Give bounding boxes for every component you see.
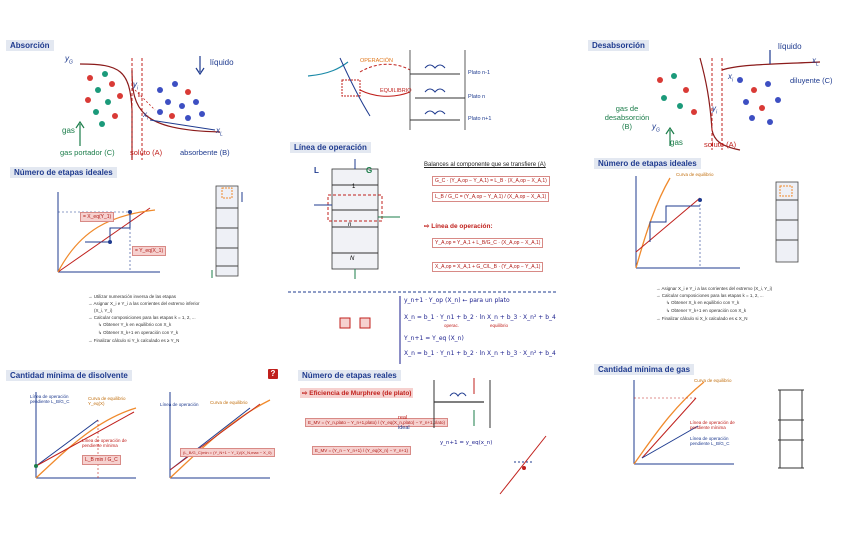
real-stages-graph (499, 435, 547, 495)
lb-label: L (314, 166, 319, 175)
min-ratio-box: (L_B/G_C)min = (Y_N+1 − Y_1)/(X_N,max − … (180, 448, 275, 457)
ideal-step-1: → Utilizar numeración inversa de las eta… (88, 294, 177, 299)
des-curva-label: Curva de equilibrio (676, 172, 714, 177)
des-step-4: ↳ Obtener Y_k+1 en operación con X_k (666, 308, 747, 313)
operation-column (314, 159, 400, 279)
op-line-subtitle: ⇨ Línea de operación: (424, 223, 493, 230)
des-yG-label: yG (652, 122, 660, 134)
min-op-line-label: Línea de operación pendiente L_B/G_C (30, 394, 70, 404)
des-liquido-label: líquido (778, 42, 802, 51)
min-solvent-graph-2 (169, 392, 271, 479)
min-curva-eq2-label: Curva de equilibrio (210, 400, 248, 405)
abs-xeq-box: = X_eq(Y_1) (80, 212, 115, 222)
min-gas-graph (633, 380, 734, 465)
min-solvent-graph-1 (34, 392, 137, 479)
column-N-label: N (350, 256, 355, 262)
des-column-stack (775, 181, 799, 263)
plato-n-label: Plato n (468, 94, 486, 100)
hw-line-3: Y_n+1 = Y_eq (X_n) (404, 335, 464, 342)
abs-soluto-label: soluto (A) (130, 148, 163, 157)
min-op-line2-label: Línea de operación (160, 402, 199, 407)
abs-column-stack (211, 185, 243, 278)
abs-gas-label: gas (62, 126, 75, 135)
abs-xL-label: xL (216, 126, 223, 138)
ideal-step-2: → Asignar X_i e Y_i a las corrientes del… (88, 301, 200, 306)
balance-title: Balances al componente que se transfiere… (424, 162, 546, 168)
gc-label: G (366, 166, 373, 175)
desorption-diagram (657, 50, 821, 151)
hw-note-equil: equilibrio (490, 323, 509, 328)
column-n-label: n (348, 222, 352, 228)
ideal-step-7: → Finalizar cálculo si Y_k calculado es … (88, 338, 180, 343)
des-gas-des-label: gas de desabsorción (B) (604, 104, 650, 131)
des-step-3: ↳ Obtener X_k en equilibrio con Y_k (666, 300, 740, 305)
min-gas-curva: Curva de equilibrio (694, 378, 732, 383)
op-eq2: L_B / G_C = (Y_A,op − Y_A,1) / (X_A,op −… (432, 192, 550, 202)
des-yi-label: yi (712, 104, 718, 116)
op-eq3: Y_A,op = Y_A,1 + L_B/G_C · (X_A,op − X_A… (432, 238, 544, 248)
ideal-stages-des-title: Número de etapas ideales (594, 158, 701, 169)
min-solvent-title: Cantidad mínima de disolvente (6, 370, 132, 381)
op-eq4: X_A,op = X_A,1 + G_C/L_B · (Y_A,op − Y_A… (432, 262, 544, 272)
des-xL-label: xL (812, 56, 819, 68)
ideal-step-5: ↳ Obtener Y_k en equilibrio con X_k (98, 322, 172, 327)
operation-line-title: Línea de operación (290, 142, 371, 153)
min-gas-op-min: Línea de operación de pendiente mínima (690, 420, 735, 430)
ideal-stages-des-graph (635, 176, 740, 269)
operacion-label: OPERACIÓN (360, 58, 394, 64)
murphree-ideal: ideal (398, 425, 410, 431)
plato-n-1-label: Plato n-1 (468, 70, 491, 76)
top-center-diagram (307, 50, 466, 130)
real-stages-title: Número de etapas reales (298, 370, 401, 381)
op-eq1: G_C · (Y_A,op − Y_A,1) = L_B · (X_A,op −… (432, 176, 550, 186)
abs-liquido-label: líquido (210, 58, 234, 67)
handwritten-divider (288, 291, 558, 364)
absorption-diagram (75, 56, 221, 160)
des-soluto-label: soluto (A) (704, 140, 737, 149)
murphree-eq2: E_MV = (Y_n − Y_n+1) / (Y_eq(X_n) − Y_n+… (312, 446, 412, 455)
abs-yi-label: yi (133, 80, 139, 92)
hw-note-oper: operac. (444, 323, 460, 328)
abs-interface-label: I (138, 92, 140, 99)
murphree-eq1: E_MV = (Y_n,plato − Y_n+1,plato) / (Y_eq… (305, 418, 449, 427)
des-step-1: → Asignar X_i e Y_i a las corrientes del… (656, 286, 773, 291)
des-diluyente-label: diluyente (C) (790, 76, 833, 85)
des-step-2: → Calcular composiciones para las etapas… (656, 293, 764, 298)
min-gas-title: Cantidad mínima de gas (594, 364, 695, 375)
murphree-real: real (398, 415, 408, 421)
des-xi-label: xi (728, 72, 734, 84)
column-one-label: 1 (352, 184, 356, 190)
hw-line-2: X_n = b_1 · Y_n1 + b_2 · ln X_n + b_3 · … (404, 314, 556, 321)
ideal-step-6: ↳ Obtener X_k+1 en operación con Y_k (98, 330, 179, 335)
abs-xi-label: xi (143, 110, 149, 122)
min-gas-column (778, 389, 804, 469)
min-gas-op: Línea de operación pendiente L_B/G_C (690, 436, 730, 446)
abs-gas-portador-label: gas portador (C) (60, 148, 115, 157)
help-icon[interactable]: ? (268, 369, 278, 379)
min-lmin-box: L_B min / G_C (82, 455, 121, 465)
des-step-5: → Finalizar cálculo si X_k calculado es … (656, 316, 748, 321)
hw-line-4: X_n = b_1 · Y_n1 + b_2 · ln X_n + b_3 · … (404, 350, 556, 357)
absorption-title: Absorción (6, 40, 54, 51)
des-gas-label: gas (670, 138, 683, 147)
ideal-stages-abs-title: Número de etapas ideales (10, 167, 117, 178)
desorption-title: Desabsorción (588, 40, 649, 51)
hw-line-1: y_n+1 · Y_op (X_n) ← para un plato (404, 297, 510, 304)
real-stages-plate (433, 378, 491, 428)
min-curva-eq-label: Curva de equilibrio Y_eq(X) (88, 396, 126, 406)
plato-n-plus-label: Plato n+1 (468, 116, 492, 122)
abs-absorbente-label: absorbente (B) (180, 148, 230, 157)
ideal-step-4: → Calcular composiciones para las etapas… (88, 315, 196, 320)
abs-yG-label: yG (65, 54, 73, 66)
abs-yeq-box: = Y_eq(X_1) (132, 246, 167, 256)
murphree-label: ⇨ Eficiencia de Murphree (de plato) (300, 388, 414, 398)
ideal-stages-abs-graph (57, 192, 160, 273)
real-yeq-label: y_n+1 = y_eq(x_n) (440, 440, 493, 446)
min-op-line-min-label: Línea de operación de pendiente mínima (82, 438, 127, 448)
ideal-step-3: (X_i, Y_i) (94, 308, 113, 313)
equilibrio-label: EQUILIBRIO (380, 88, 412, 94)
